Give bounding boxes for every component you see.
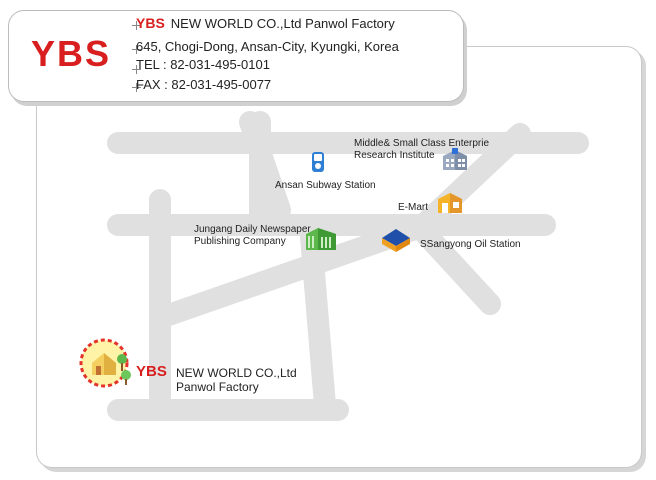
company-name: NEW WORLD CO.,Ltd Panwol Factory xyxy=(170,16,395,31)
newspaper-line1: Jungang Daily Newspaper xyxy=(194,224,311,235)
bullet-icon xyxy=(132,21,141,30)
address-text: 645, Chogi-Dong, Ansan-City, Kyungki, Ko… xyxy=(136,39,399,54)
company-name-line: YBS NEW WORLD CO.,Ltd Panwol Factory xyxy=(136,15,395,31)
research-institute-label: Middle& Small Class Enterprie Research I… xyxy=(354,138,489,162)
road-diagonal-lower xyxy=(409,217,501,315)
subway-icon xyxy=(312,152,324,172)
factory-label: NEW WORLD CO.,Ltd Panwol Factory xyxy=(176,366,297,394)
research-institute-line1: Middle& Small Class Enterprie xyxy=(354,138,490,149)
road-diagonal-upper xyxy=(239,111,291,221)
bullet-icon xyxy=(132,65,141,74)
subway-station-label: Ansan Subway Station xyxy=(275,180,376,191)
factory-line1: NEW WORLD CO.,Ltd xyxy=(176,366,297,380)
gas-station-icon xyxy=(382,229,410,252)
company-logo: YBS xyxy=(31,33,112,74)
newspaper-line2: Publishing Company xyxy=(194,236,286,247)
oil-station-label: SSangyong Oil Station xyxy=(420,239,521,250)
road-diagonal-left xyxy=(149,217,429,329)
factory-line2: Panwol Factory xyxy=(176,380,259,394)
bullet-icon xyxy=(132,45,141,54)
green-building-icon xyxy=(306,228,336,250)
bullet-icon xyxy=(132,83,141,92)
newspaper-label: Jungang Daily Newspaper Publishing Compa… xyxy=(194,224,311,248)
research-institute-line2: Research Institute xyxy=(354,150,435,161)
fax-text: FAX : 82-031-495-0077 xyxy=(136,77,272,92)
factory-brand-text: YBS xyxy=(136,363,167,380)
brand-text: YBS xyxy=(136,15,165,31)
office-building-icon xyxy=(443,148,467,170)
company-info-card: YBS xyxy=(8,10,464,102)
store-icon xyxy=(438,193,462,213)
road-diagonal-right xyxy=(409,123,531,239)
emart-label: E-Mart xyxy=(398,202,428,213)
factory-location-icon xyxy=(79,338,131,388)
tel-text: TEL : 82-031-495-0101 xyxy=(136,57,270,72)
